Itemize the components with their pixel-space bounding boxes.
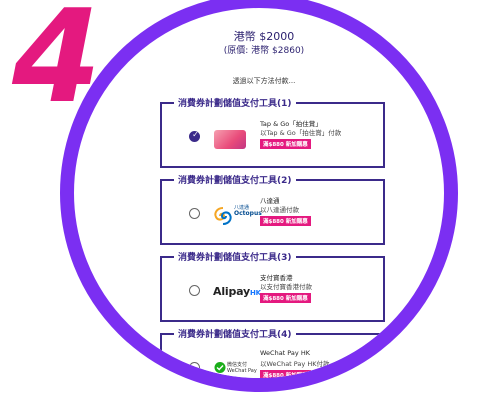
payment-option-wechat[interactable]: 消費券計劃儲值支付工具(4) 微信支付 WeChat Pay WeChat Pa… bbox=[160, 327, 385, 378]
radio-button[interactable] bbox=[189, 285, 200, 296]
octopus-logo-cn: 八達通 bbox=[234, 205, 250, 211]
promo-badge: 滿$880 新加購惠 bbox=[260, 216, 311, 226]
tapgo-card-icon bbox=[214, 130, 246, 149]
alipay-logo-text: Alipay bbox=[213, 285, 250, 298]
wechat-logo-text: 微信支付 WeChat Pay bbox=[227, 362, 257, 374]
octopus-logo-icon bbox=[214, 207, 232, 225]
option-title: 消費券計劃儲值支付工具(3) bbox=[174, 250, 296, 263]
payment-option-octopus[interactable]: 消費券計劃儲值支付工具(2) 八達通 Octopus 八達通 以八達通付款 滿$… bbox=[160, 173, 385, 245]
payment-option-alipay[interactable]: 消費券計劃儲值支付工具(3) AlipayHK 支付寶香港 以支付寶香港付款 滿… bbox=[160, 250, 385, 322]
option-description: 以支付寶香港付款 bbox=[260, 283, 312, 291]
checkmark-icon: ✓ bbox=[192, 130, 199, 139]
wechat-logo-en: WeChat Pay bbox=[227, 368, 257, 374]
option-description: 以WeChat Pay HK付款 bbox=[260, 360, 330, 368]
payment-panel: 港幣 $2000 (原價: 港幣 $2860) 透過以下方法付款... 消費券計… bbox=[74, 14, 444, 378]
radio-button[interactable] bbox=[189, 208, 200, 219]
option-title: 消費券計劃儲值支付工具(2) bbox=[174, 173, 296, 186]
octopus-logo-text: 八達通 Octopus bbox=[234, 205, 262, 217]
radio-button-selected[interactable]: ✓ bbox=[189, 130, 200, 142]
original-price-label: (原價: 港幣 $2860) bbox=[223, 46, 305, 56]
option-name: 八達通 bbox=[260, 197, 280, 205]
option-name: Tap & Go「拍住賞」 bbox=[260, 120, 322, 128]
option-title: 消費券計劃儲值支付工具(1) bbox=[174, 96, 296, 109]
promo-badge: 滿$880 新加購惠 bbox=[260, 139, 311, 149]
wechat-logo-cn: 微信支付 bbox=[227, 362, 248, 368]
highlight-circle: 港幣 $2000 (原價: 港幣 $2860) 透過以下方法付款... 消費券計… bbox=[60, 0, 458, 392]
octopus-logo-en: Octopus bbox=[234, 210, 262, 217]
wechat-pay-logo-icon bbox=[214, 362, 226, 373]
payment-option-tapgo[interactable]: 消費券計劃儲值支付工具(1) ✓ Tap & Go「拍住賞」 以Tap & Go… bbox=[160, 96, 385, 168]
promo-badge: 滿$880 新加購惠 bbox=[260, 293, 311, 303]
option-name: 支付寶香港 bbox=[260, 274, 293, 282]
alipay-logo-hk: HK bbox=[249, 289, 261, 297]
option-title: 消費券計劃儲值支付工具(4) bbox=[174, 327, 296, 340]
option-name: WeChat Pay HK bbox=[260, 349, 310, 357]
radio-button[interactable] bbox=[189, 362, 200, 373]
alipay-hk-logo: AlipayHK bbox=[213, 285, 261, 298]
price-label: 港幣 $2000 bbox=[233, 30, 295, 43]
payment-instruction: 透過以下方法付款... bbox=[232, 77, 296, 85]
promo-badge: 滿$880 新加購惠 bbox=[260, 370, 311, 378]
option-description: 以Tap & Go「拍住賞」付款 bbox=[260, 129, 342, 137]
option-description: 以八達通付款 bbox=[260, 206, 299, 214]
